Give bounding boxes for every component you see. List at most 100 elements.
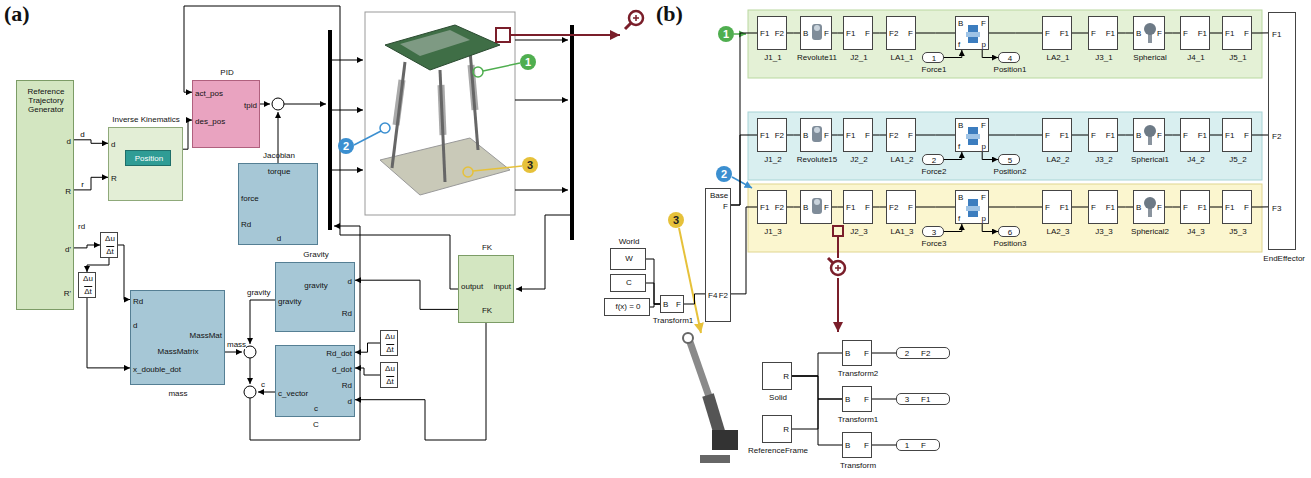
- simulink-block: BFTransform1: [660, 295, 684, 313]
- block-text: F: [1183, 29, 1188, 38]
- block-text: FK: [482, 306, 492, 315]
- block-text: F1: [760, 29, 769, 38]
- simulink-block: CRd_dotd_dotRddc_vectorc: [275, 345, 355, 417]
- block-text: Base: [710, 191, 728, 200]
- block-text: 2: [932, 156, 936, 165]
- block-text: F1: [1272, 30, 1281, 39]
- signal-line: [1165, 207, 1180, 208]
- block-text: B: [845, 441, 850, 450]
- block-text: Force1: [922, 65, 947, 74]
- block-text: J2_3: [850, 227, 867, 236]
- block-text: F2: [921, 349, 930, 358]
- block-text: B: [958, 121, 963, 130]
- signal-line: [916, 207, 955, 208]
- simulink-block: TransformBF: [842, 432, 872, 458]
- simulink-block: F1F2J1_1: [757, 16, 787, 50]
- simulink-block: GravitydRdgravitygravity: [275, 262, 355, 332]
- block-text: R: [783, 425, 789, 434]
- block-text: ReferenceFrame: [748, 446, 808, 455]
- block-text: des_pos: [195, 117, 225, 126]
- simulink-block: BFSpherical: [1133, 16, 1165, 50]
- block-text: Rd: [241, 220, 251, 229]
- block-text: input: [494, 282, 511, 291]
- block-text: tpid: [244, 101, 257, 110]
- block-text: F2: [889, 29, 898, 38]
- block-text: R: [783, 372, 789, 381]
- block-text: F2: [889, 203, 898, 212]
- block-text: p: [982, 142, 986, 151]
- simulink-block: F1FJ2_1: [843, 16, 873, 50]
- block-text: F: [1183, 203, 1188, 212]
- block-text: torque: [268, 167, 291, 176]
- block-text: F2: [775, 29, 784, 38]
- callout-number: 3: [522, 157, 538, 173]
- simulink-block: 5Position2: [998, 154, 1020, 165]
- block-text: F1: [1225, 131, 1234, 140]
- simulink-block: FF1LA2_2: [1042, 118, 1072, 152]
- signal-line: [87, 258, 109, 272]
- block-text: gravity: [278, 297, 302, 306]
- block-text: MassMatrix: [158, 347, 199, 356]
- simulink-block: C: [610, 274, 646, 292]
- simulink-block: FKoutputinputFK: [458, 255, 514, 323]
- signal-line: [184, 6, 458, 289]
- block-text: F2: [1272, 132, 1281, 141]
- block-text: F: [1045, 29, 1050, 38]
- signal-line: [355, 280, 458, 309]
- block-text: x_double_dot: [133, 365, 181, 374]
- block-text: F4: [708, 291, 717, 300]
- block-text: F2: [719, 291, 728, 300]
- panel-label: (b): [656, 2, 683, 26]
- block-text: F: [865, 29, 870, 38]
- block-text: F: [864, 441, 869, 450]
- callout-number: 2: [716, 166, 732, 182]
- signal-line: [1072, 135, 1088, 136]
- block-text: B: [1136, 29, 1141, 38]
- signal-line: [944, 224, 962, 232]
- signal-line: [1165, 135, 1180, 136]
- simulink-block: BFRevolute11: [800, 16, 832, 50]
- block-text: p: [982, 214, 986, 223]
- signal-line: [1252, 32, 1268, 33]
- block-text: C: [626, 278, 632, 287]
- block-text: B: [845, 349, 850, 358]
- block-text: Inverse Kinematics: [112, 115, 180, 124]
- signal-line: [1210, 135, 1222, 136]
- block-text: F: [1244, 131, 1249, 140]
- block-text: Transform1: [838, 415, 879, 424]
- signal-line: [872, 445, 896, 446]
- signal-line: [787, 135, 800, 136]
- block-text: d: [133, 321, 137, 330]
- block-text: F: [908, 203, 913, 212]
- signal-line: [792, 376, 842, 445]
- signal-line: [989, 207, 1042, 208]
- signal-line: [989, 135, 1042, 136]
- block-text: F: [865, 203, 870, 212]
- signal-line: [832, 33, 843, 34]
- signal-line: [355, 368, 380, 375]
- block-text: Δu: [105, 234, 115, 243]
- block-text: F: [921, 441, 926, 450]
- block-text: F1: [1198, 29, 1207, 38]
- block-text: F: [1157, 131, 1162, 140]
- signal-line: [1072, 207, 1088, 208]
- block-text: F2: [775, 203, 784, 212]
- signal-line: [731, 135, 757, 205]
- block-text: Solid: [769, 393, 787, 402]
- block-text: J2_1: [850, 53, 867, 62]
- signal-line: [87, 298, 130, 368]
- simulink-block: 4Position1: [998, 52, 1020, 63]
- block-text: Δt: [386, 376, 394, 386]
- block-text: J3_1: [1095, 53, 1112, 62]
- simulink-block: FF1J3_2: [1088, 118, 1118, 152]
- block-text: J3_3: [1095, 227, 1112, 236]
- block-text: f: [958, 40, 960, 49]
- signal-line: [872, 353, 896, 354]
- callout-number: 1: [520, 54, 536, 70]
- block-text: B: [803, 131, 808, 140]
- simulink-block: FF1J4_1: [1180, 16, 1210, 50]
- block-text: F: [981, 121, 986, 130]
- simulink-block: FF1J4_2: [1180, 118, 1210, 152]
- simulink-block: F1F2F3EndEffector: [1268, 12, 1296, 250]
- simulink-block: Position: [125, 150, 171, 166]
